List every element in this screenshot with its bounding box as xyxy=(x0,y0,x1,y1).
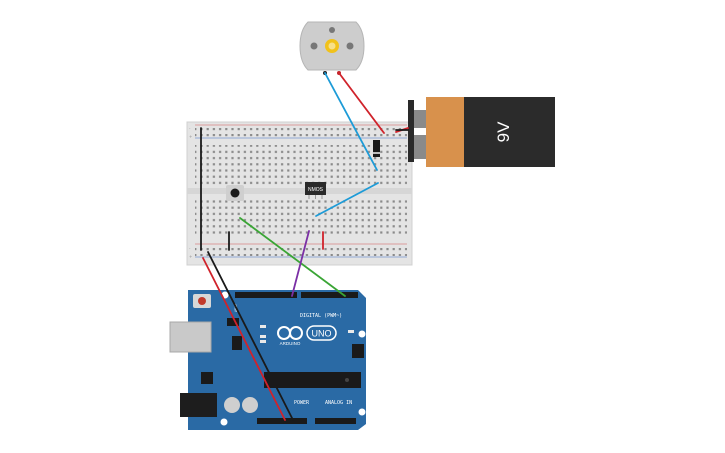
analog-label: ANALOG IN xyxy=(325,400,352,406)
nmos-transistor[interactable]: NMOS xyxy=(305,182,326,199)
arduino-text: ARDUINO xyxy=(280,341,301,346)
svg-text:-: - xyxy=(189,126,191,131)
battery-label: 9V xyxy=(494,121,513,142)
svg-text:+: + xyxy=(189,134,192,139)
analog-header[interactable] xyxy=(315,418,356,424)
digital-header[interactable] xyxy=(235,292,297,298)
wires[interactable] xyxy=(200,72,409,421)
power-label: POWER xyxy=(294,400,310,406)
diode[interactable] xyxy=(373,140,380,157)
wire-green xyxy=(239,217,346,297)
pushbutton[interactable] xyxy=(226,185,244,201)
arduino-uno[interactable]: AREF DIGITAL (PWM~) UNO ARDUINO POWER AN xyxy=(169,290,366,430)
svg-text:+: + xyxy=(189,254,192,259)
usb-port[interactable] xyxy=(169,321,212,353)
svg-text:-: - xyxy=(189,246,191,251)
wire-purple xyxy=(291,230,310,297)
wire-blue-motor xyxy=(324,72,378,171)
arduino-logo: UNO ARDUINO xyxy=(277,325,337,346)
power-header[interactable] xyxy=(257,418,307,424)
digital-header-label: DIGITAL (PWM~) xyxy=(300,313,342,319)
wire-blue-transistor xyxy=(315,182,379,217)
nmos-label: NMOS xyxy=(308,187,324,193)
dc-motor[interactable] xyxy=(299,21,365,75)
power-jack[interactable] xyxy=(180,393,217,417)
uno-label: UNO xyxy=(312,329,332,339)
wire-red-motor xyxy=(338,72,385,134)
wire-black-gnd xyxy=(207,251,294,421)
wire-red-5v xyxy=(202,257,286,421)
battery-9v[interactable]: 9V xyxy=(408,97,555,167)
